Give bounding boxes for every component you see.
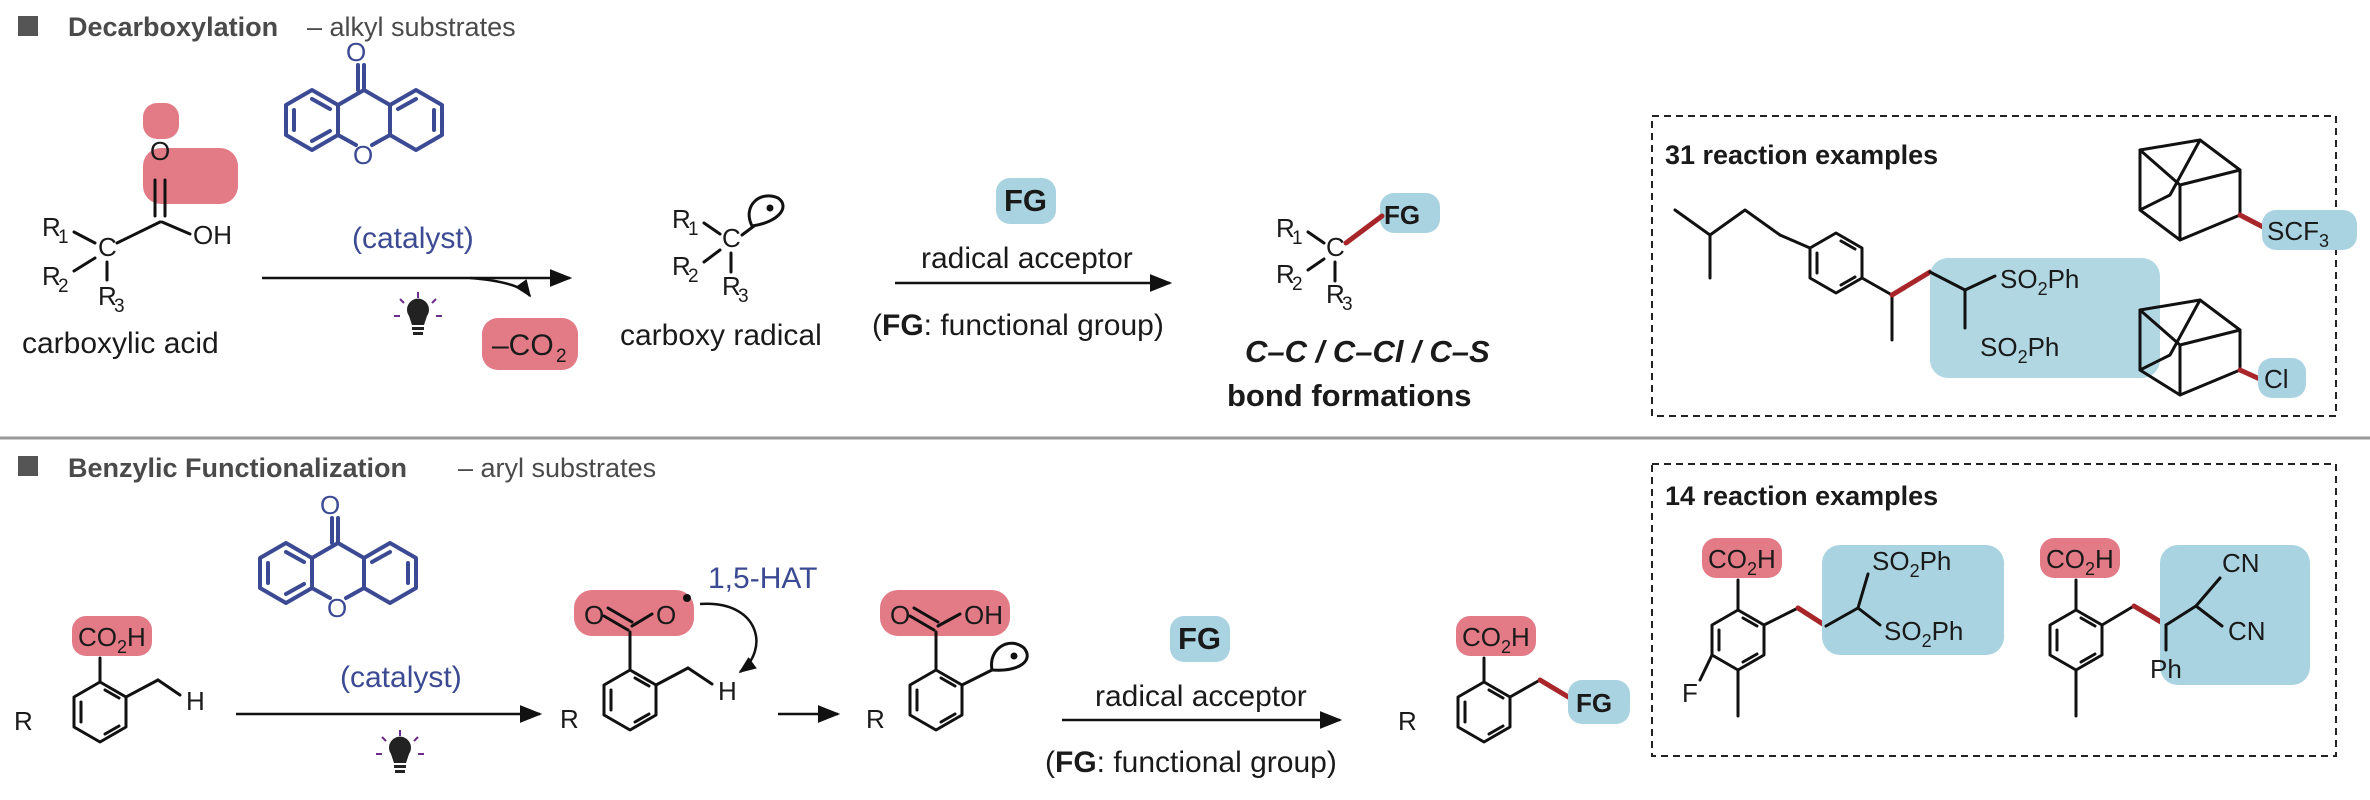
- svg-text:C: C: [1326, 232, 1345, 262]
- svg-text:Cl: Cl: [2264, 364, 2289, 394]
- aryl-acid-structure: CO2H H R: [14, 616, 205, 744]
- example-fluoro-sulfone: CO2H F SO2Ph SO2Ph: [1682, 538, 2004, 718]
- section-marker: [18, 16, 38, 36]
- aryl-radical-structure: O OH R: [866, 590, 1029, 734]
- svg-text:CN: CN: [2222, 548, 2260, 578]
- svg-text:SO2Ph: SO2Ph: [2000, 264, 2079, 299]
- svg-text:O: O: [353, 140, 373, 170]
- carboxylic-acid-structure: R1 R2 C R3 O OH: [42, 103, 238, 317]
- svg-text:1: 1: [58, 227, 69, 248]
- hat-label: 1,5-HAT: [708, 562, 817, 595]
- svg-text:R: R: [672, 251, 691, 281]
- xanthone-catalyst-top: O O: [284, 37, 444, 170]
- carboxyl-radical-structure: O O H R: [560, 590, 758, 734]
- examples-title-bottom: 14 reaction examples: [1665, 481, 1938, 511]
- fg-note-bottom: (FG: functional group): [1045, 746, 1337, 779]
- catalyst-label-top: (catalyst): [352, 222, 474, 255]
- svg-text:O: O: [327, 593, 347, 623]
- svg-text:R: R: [98, 281, 117, 311]
- svg-text:R: R: [722, 271, 741, 301]
- svg-text:3: 3: [1342, 294, 1353, 315]
- svg-text:O: O: [150, 136, 170, 166]
- section-subtitle-top: – alkyl substrates: [307, 12, 516, 42]
- product-structure-top: FG R1 R2 C R3: [1276, 193, 1440, 315]
- bond-types-label: C–C / C–Cl / C–S: [1245, 334, 1490, 369]
- example-adamantane-scf3: SCF3: [2138, 138, 2357, 251]
- lightbulb-icon: [393, 291, 443, 336]
- svg-text:R: R: [1276, 213, 1295, 243]
- svg-text:FG: FG: [1576, 688, 1612, 718]
- svg-text:O: O: [320, 490, 340, 520]
- svg-text:CO2H: CO2H: [1462, 622, 1530, 657]
- svg-text:OH: OH: [193, 220, 232, 250]
- fg-badge-bottom: [1170, 616, 1230, 662]
- svg-text:O: O: [584, 600, 604, 630]
- svg-text:R: R: [672, 204, 691, 234]
- svg-text:CO2H: CO2H: [1708, 544, 1776, 579]
- acceptor-label-top: radical acceptor: [921, 242, 1133, 275]
- svg-text:SCF3: SCF3: [2267, 216, 2329, 251]
- svg-text:CO2H: CO2H: [78, 622, 146, 657]
- co2-badge: [482, 318, 578, 370]
- bond-formations-label: bond formations: [1227, 378, 1472, 413]
- svg-text:R: R: [1326, 279, 1345, 309]
- acceptor-label-bottom: radical acceptor: [1095, 680, 1307, 713]
- section-title-bottom: Benzylic Functionalization: [68, 453, 407, 483]
- svg-text:C: C: [722, 223, 741, 253]
- svg-text:FG: FG: [1004, 183, 1047, 218]
- svg-text:O: O: [346, 37, 366, 67]
- svg-text:O: O: [656, 600, 676, 630]
- fg-note-top: (FG: functional group): [872, 309, 1164, 342]
- svg-text:R: R: [42, 261, 61, 291]
- svg-text:2: 2: [688, 266, 699, 287]
- svg-text:Ph: Ph: [2150, 654, 2182, 684]
- svg-text:2: 2: [58, 276, 69, 297]
- svg-text:R: R: [1276, 259, 1295, 289]
- svg-text:1: 1: [1292, 228, 1303, 249]
- catalyst-label-bottom: (catalyst): [340, 661, 462, 694]
- svg-text:CO2H: CO2H: [2046, 544, 2114, 579]
- section-marker: [18, 456, 38, 476]
- xanthone-catalyst-bottom: O O: [258, 490, 418, 623]
- svg-text:FG: FG: [1178, 621, 1221, 656]
- svg-text:H: H: [718, 676, 737, 706]
- svg-text:F: F: [1682, 678, 1698, 708]
- product-structure-bottom: CO2H FG R: [1398, 616, 1630, 744]
- section-title-top: Decarboxylation: [68, 12, 278, 42]
- svg-text:SO2Ph: SO2Ph: [1884, 616, 1963, 651]
- carboxy-radical-structure: R1 R2 C R3: [672, 194, 785, 307]
- co2-loss-arrow: [469, 276, 532, 298]
- svg-text:R: R: [560, 704, 579, 734]
- svg-text:R: R: [1398, 706, 1417, 736]
- svg-text:R: R: [42, 212, 61, 242]
- svg-text:C: C: [98, 232, 117, 262]
- svg-text:FG: FG: [1384, 200, 1420, 230]
- svg-text:SO2Ph: SO2Ph: [1872, 546, 1951, 581]
- svg-text:3: 3: [738, 286, 749, 307]
- svg-text:1: 1: [688, 219, 699, 240]
- examples-box-top: [1651, 115, 2337, 417]
- example-dicyano: CO2H Ph CN CN: [2040, 538, 2310, 718]
- svg-text:H: H: [186, 686, 205, 716]
- svg-text:2: 2: [556, 346, 567, 367]
- svg-text:O: O: [890, 600, 910, 630]
- co2-label: –CO: [492, 329, 554, 362]
- example-adamantane-cl: Cl: [2138, 298, 2306, 398]
- svg-text:3: 3: [114, 296, 125, 317]
- svg-text:OH: OH: [964, 600, 1003, 630]
- example-ibuprofen-derivative: SO2Ph SO2Ph: [1673, 208, 2160, 378]
- fg-badge-top: [996, 178, 1056, 224]
- label-carboxy-radical: carboxy radical: [620, 319, 822, 352]
- svg-text:R: R: [14, 706, 33, 736]
- label-carboxylic-acid: carboxylic acid: [22, 327, 219, 360]
- examples-title-top: 31 reaction examples: [1665, 140, 1938, 170]
- examples-box-bottom: [1651, 463, 2337, 757]
- svg-text:SO2Ph: SO2Ph: [1980, 332, 2059, 367]
- svg-text:2: 2: [1292, 274, 1303, 295]
- svg-text:R: R: [866, 704, 885, 734]
- svg-text:CN: CN: [2228, 616, 2266, 646]
- section-subtitle-bottom: – aryl substrates: [458, 453, 656, 483]
- lightbulb-icon-bottom: [375, 729, 425, 774]
